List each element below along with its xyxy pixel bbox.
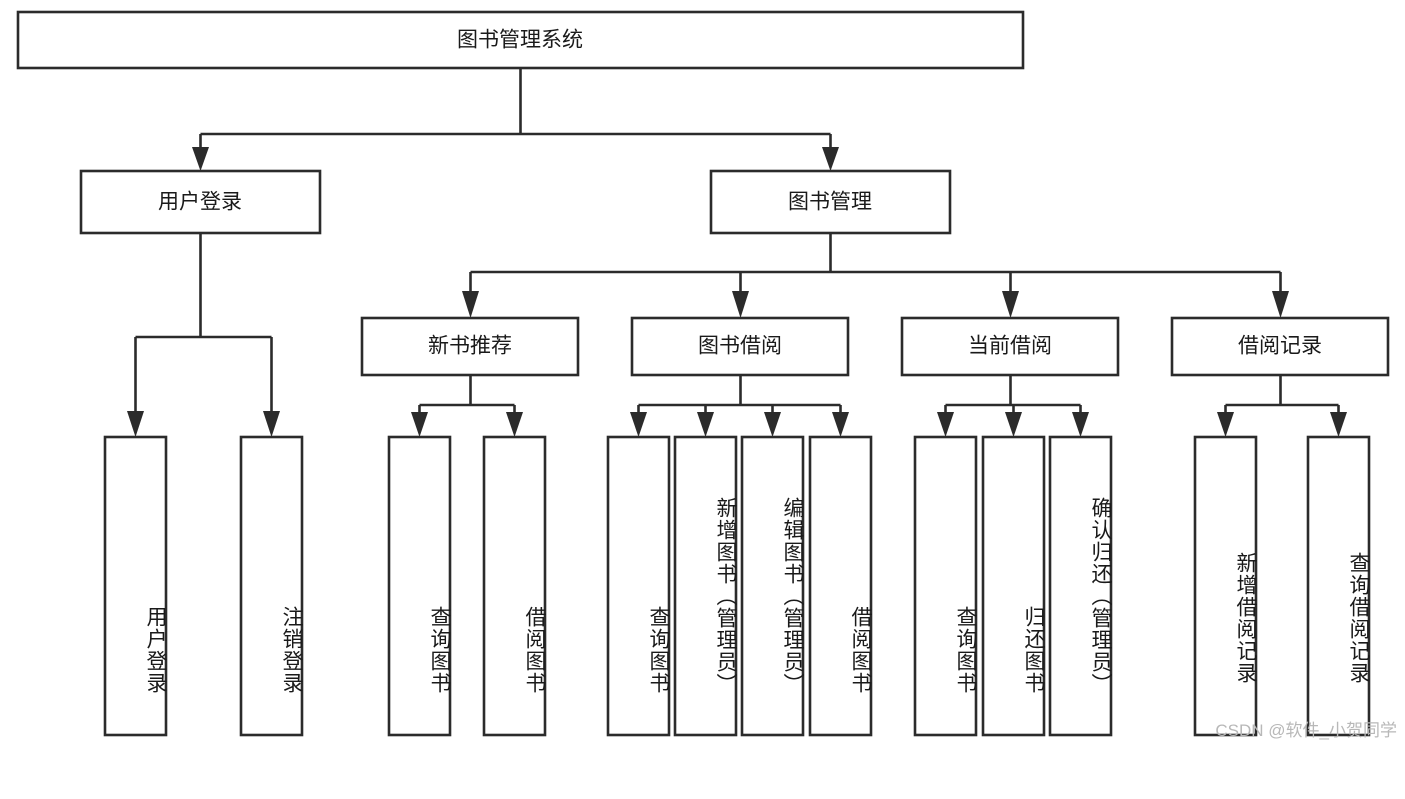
- node-leaf-borrow-book-2[interactable]: [808, 435, 873, 737]
- arrow-head-leaf-add-record: [1217, 412, 1234, 437]
- arrow-head-bookmanage: [822, 147, 839, 171]
- node-leaf-add-book[interactable]: [673, 435, 738, 737]
- arrow-head-leaf-confirm-return: [1072, 412, 1089, 437]
- node-leaf-query-book-3[interactable]: [913, 435, 978, 737]
- node-new-book-recommend[interactable]: [360, 316, 580, 377]
- arrow-head-userlogin: [192, 147, 209, 171]
- node-group: 图书管理系统 用户登录 图书管理 新书推荐 图书借阅 当前借阅 借阅记录: [16, 10, 1390, 737]
- node-leaf-confirm-return[interactable]: [1048, 435, 1113, 737]
- arrow-head-leaf-query-record: [1330, 412, 1347, 437]
- flowchart-svg: 图书管理系统 用户登录 图书管理 新书推荐 图书借阅 当前借阅 借阅记录: [16, 10, 1390, 737]
- node-leaf-user-login[interactable]: [103, 435, 168, 737]
- arrow-head-leaf-borrow-book-1: [506, 412, 523, 437]
- node-borrow-record-label: 借阅记录: [1238, 335, 1322, 358]
- node-new-book-recommend-label: 新书推荐: [428, 335, 512, 358]
- diagram-canvas: 图书管理系统 用户登录 图书管理 新书推荐 图书借阅 当前借阅 借阅记录: [16, 10, 1397, 740]
- node-leaf-borrow-book-1[interactable]: [482, 435, 547, 737]
- node-borrow-record[interactable]: [1170, 316, 1390, 377]
- node-root-label: 图书管理系统: [457, 29, 583, 52]
- node-leaf-add-record[interactable]: [1193, 435, 1258, 737]
- node-current-borrow-label: 当前借阅: [968, 335, 1052, 358]
- watermark-text: CSDN @软件_小贺同学: [1215, 721, 1397, 740]
- node-root[interactable]: [16, 10, 1025, 70]
- node-book-borrow-label: 图书借阅: [698, 335, 782, 358]
- node-user-login-label: 用户登录: [158, 191, 242, 214]
- node-book-manage-label: 图书管理: [788, 191, 872, 214]
- node-leaf-logout-login[interactable]: [239, 435, 304, 737]
- node-leaf-return-book[interactable]: [981, 435, 1046, 737]
- node-leaf-edit-book[interactable]: [740, 435, 805, 737]
- arrow-head-leaf-query-book-3: [937, 412, 954, 437]
- arrow-head-leaf-borrow-book-2: [832, 412, 849, 437]
- arrow-head-leaf-user-login: [127, 411, 144, 437]
- connector-group: [127, 68, 1347, 437]
- arrow-head-leaf-logout-login: [263, 411, 280, 437]
- arrow-head-current-borrow: [1002, 291, 1019, 318]
- arrow-head-leaf-return-book: [1005, 412, 1022, 437]
- arrow-head-borrow-record: [1272, 291, 1289, 318]
- node-leaf-query-record[interactable]: [1306, 435, 1371, 737]
- arrow-head-new-book-recommend: [462, 291, 479, 318]
- node-leaf-query-book-1[interactable]: [387, 435, 452, 737]
- node-book-manage[interactable]: [709, 169, 952, 235]
- node-user-login[interactable]: [79, 169, 322, 235]
- arrow-head-leaf-add-book: [697, 412, 714, 437]
- arrow-head-leaf-query-book-1: [411, 412, 428, 437]
- arrow-head-leaf-query-book-2: [630, 412, 647, 437]
- arrow-head-leaf-edit-book: [764, 412, 781, 437]
- node-current-borrow[interactable]: [900, 316, 1120, 377]
- node-leaf-query-book-2[interactable]: [606, 435, 671, 737]
- arrow-head-book-borrow: [732, 291, 749, 318]
- node-book-borrow[interactable]: [630, 316, 850, 377]
